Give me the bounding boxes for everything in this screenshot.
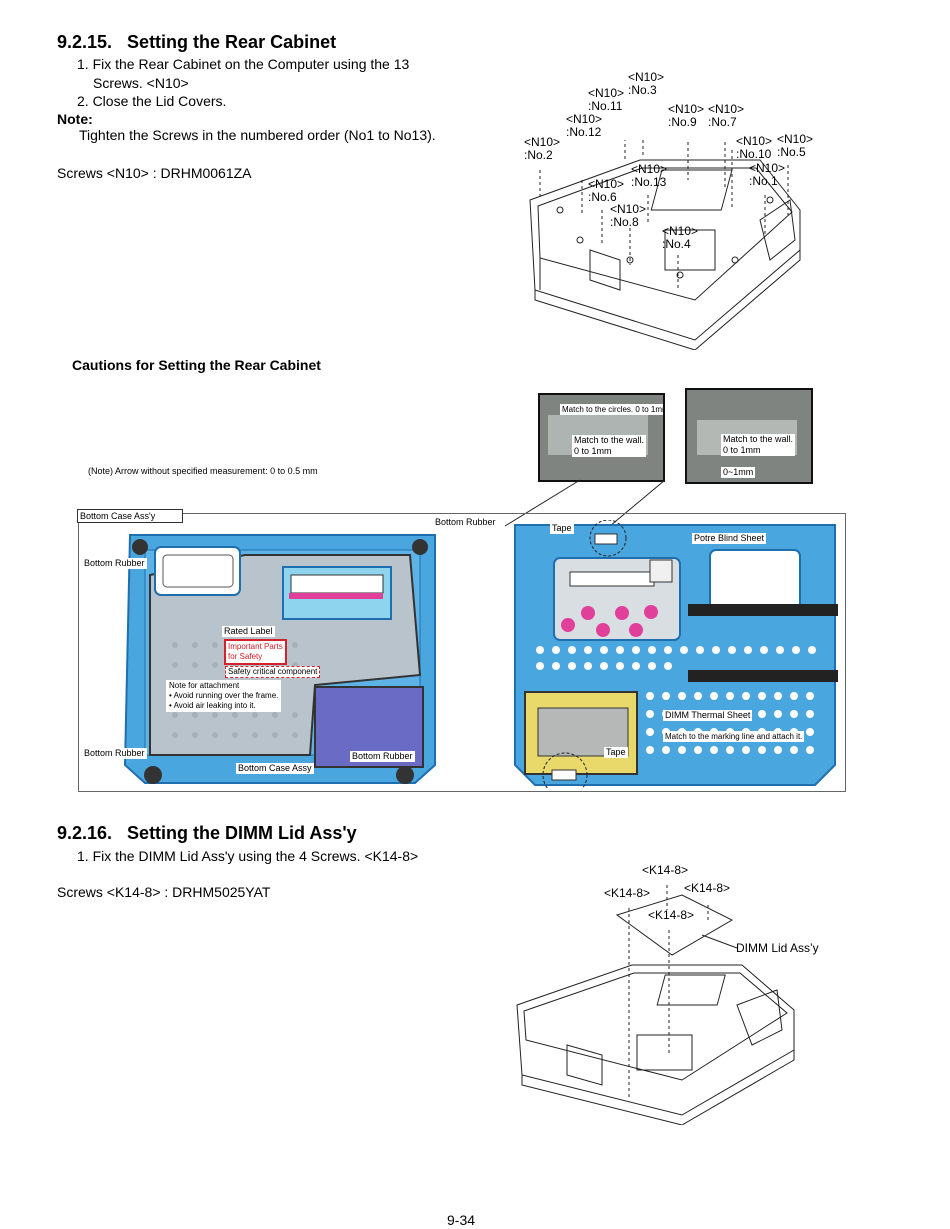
screw-label-no12: <N10>:No.12	[566, 112, 603, 139]
cautions-diagram-frame	[78, 513, 846, 792]
match-marking-line-label: Match to the marking line and attach it.	[663, 731, 805, 742]
screw-label-no7: <N10>:No.7	[708, 102, 745, 129]
bottom-rubber-label-top-left: Bottom Rubber	[82, 558, 147, 569]
photo-detail-circles: Match to the circles. 0 to 1mm Match to …	[538, 393, 665, 482]
bottom-case-assy-title: Bottom Case Ass'y	[77, 509, 183, 523]
screw-label-no6: <N10>:No.6	[588, 177, 625, 204]
bottom-case-assy-callout: Bottom Case Assy	[236, 763, 314, 774]
step-1-line-2: Screws. <N10>	[93, 75, 189, 91]
dimm-lid-assy-label: DIMM Lid Ass’y	[736, 941, 819, 955]
step-2: 2. Close the Lid Covers.	[77, 93, 227, 109]
arrow-note: (Note) Arrow without specified measureme…	[88, 466, 318, 476]
dimm-step-1: 1. Fix the DIMM Lid Ass'y using the 4 Sc…	[77, 848, 419, 864]
photo1-match-wall: Match to the wall.0 to 1mm	[572, 435, 647, 457]
bottom-case-right-illustration	[514, 520, 838, 788]
photo2-measure: 0~1mm	[721, 467, 756, 478]
tape-label-bottom: Tape	[604, 747, 628, 758]
note-label: Note:	[57, 111, 93, 127]
section-heading-dimm-lid: 9.2.16. Setting the DIMM Lid Ass'y	[57, 823, 357, 843]
dimm-lid-diagram	[516, 885, 795, 1125]
k14-8-label-left: <K14-8>	[604, 886, 651, 900]
photo2-match-wall: Match to the wall.0 to 1mm	[721, 434, 796, 456]
screw-label-no4: <N10>:No.4	[662, 224, 699, 251]
photo-leader-lines	[504, 479, 666, 527]
step-1-line-1: 1. Fix the Rear Cabinet on the Computer …	[77, 56, 410, 72]
dimm-thermal-sheet-label: DIMM Thermal Sheet	[663, 710, 753, 721]
note-text: Tighten the Screws in the numbered order…	[79, 127, 436, 143]
k14-8-label-right: <K14-8>	[684, 881, 731, 895]
screw-label-no10: <N10>:No.10	[736, 134, 773, 161]
potre-blind-sheet-label: Potre Blind Sheet	[692, 533, 767, 544]
screw-label-no2: <N10>:No.2	[524, 135, 561, 162]
screw-label-no5: <N10>:No.5	[777, 132, 814, 159]
safety-critical-label: Safety critical component	[225, 666, 321, 678]
page-number: 9-34	[447, 1212, 476, 1228]
screws-spec-n10: Screws <N10> : DRHM0061ZA	[57, 165, 252, 181]
bottom-rubber-label-top-right: Bottom Rubber	[433, 517, 498, 528]
screw-label-no8: <N10>:No.8	[610, 202, 647, 229]
photo1-match-circles: Match to the circles. 0 to 1mm	[560, 404, 663, 415]
rear-cabinet-screw-diagram	[529, 140, 801, 350]
bottom-rubber-label-bottom-left: Bottom Rubber	[82, 748, 147, 759]
bottom-rubber-label-bottom-right: Bottom Rubber	[350, 751, 415, 762]
screws-spec-k14-8: Screws <K14-8> : DRHM5025YAT	[57, 884, 271, 900]
screw-label-no13: <N10>:No.13	[631, 162, 668, 189]
screw-label-no11: <N10>:No.11	[588, 86, 625, 113]
k14-8-label-top: <K14-8>	[642, 863, 689, 877]
cautions-heading: Cautions for Setting the Rear Cabinet	[72, 357, 321, 373]
screw-label-no9: <N10>:No.9	[668, 102, 705, 129]
rated-label-callout: Rated Label	[222, 626, 275, 637]
tape-label-top: Tape	[550, 523, 574, 534]
section-heading-rear-cabinet: 9.2.15. Setting the Rear Cabinet	[57, 32, 337, 52]
photo-detail-wall: Match to the wall.0 to 1mm 0~1mm	[685, 388, 813, 484]
attachment-note: Note for attachment • Avoid running over…	[166, 680, 282, 712]
screw-label-no3: <N10>:No.3	[628, 70, 665, 97]
screw-label-no1: <N10>:No.1	[749, 161, 786, 188]
k14-8-label-center: <K14-8>	[648, 908, 695, 922]
